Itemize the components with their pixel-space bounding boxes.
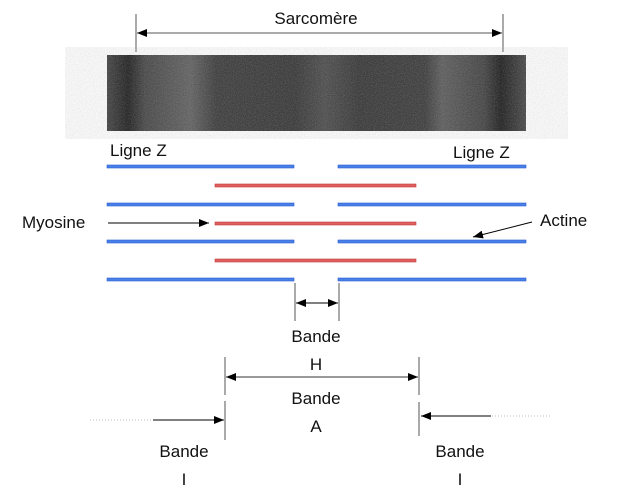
actin-filament bbox=[106, 239, 295, 244]
i-band-right: Bande I bbox=[418, 402, 551, 489]
actin-filament bbox=[337, 277, 527, 282]
i-band-right-label-line1: Bande bbox=[435, 442, 484, 461]
z-line-left-label: Ligne Z bbox=[110, 141, 167, 160]
myosin-filament bbox=[214, 258, 417, 263]
myosin-label: Myosine bbox=[22, 213, 85, 232]
actin-filament bbox=[106, 202, 295, 207]
micrograph-image bbox=[107, 55, 526, 131]
actin-filaments bbox=[106, 164, 527, 282]
actin-filament bbox=[337, 164, 527, 169]
actin-label: Actine bbox=[540, 211, 587, 230]
i-band-left: Bande I bbox=[90, 401, 226, 489]
h-band-dimension: Bande H bbox=[291, 283, 341, 374]
z-line-right-label: Ligne Z bbox=[453, 143, 510, 162]
myosin-filament bbox=[214, 183, 417, 188]
h-band-label-line2: H bbox=[310, 355, 322, 374]
actin-filament bbox=[337, 239, 527, 244]
h-band-label-line1: Bande bbox=[291, 327, 340, 346]
i-band-right-label-line2: I bbox=[458, 470, 463, 489]
myosin-filaments bbox=[214, 183, 417, 263]
sarcomere-dimension: Sarcomère bbox=[135, 9, 504, 52]
a-band-dimension: Bande A bbox=[224, 357, 420, 436]
myosin-filament bbox=[214, 221, 417, 226]
a-band-label-line1: Bande bbox=[291, 389, 340, 408]
actin-arrow bbox=[472, 221, 533, 239]
i-band-left-label-line1: Bande bbox=[159, 442, 208, 461]
actin-filament bbox=[106, 277, 295, 282]
i-band-left-label-line2: I bbox=[182, 470, 187, 489]
a-band-label-line2: A bbox=[310, 417, 322, 436]
sarcomere-label: Sarcomère bbox=[274, 9, 357, 28]
actin-filament bbox=[337, 202, 527, 207]
actin-filament bbox=[106, 164, 295, 169]
